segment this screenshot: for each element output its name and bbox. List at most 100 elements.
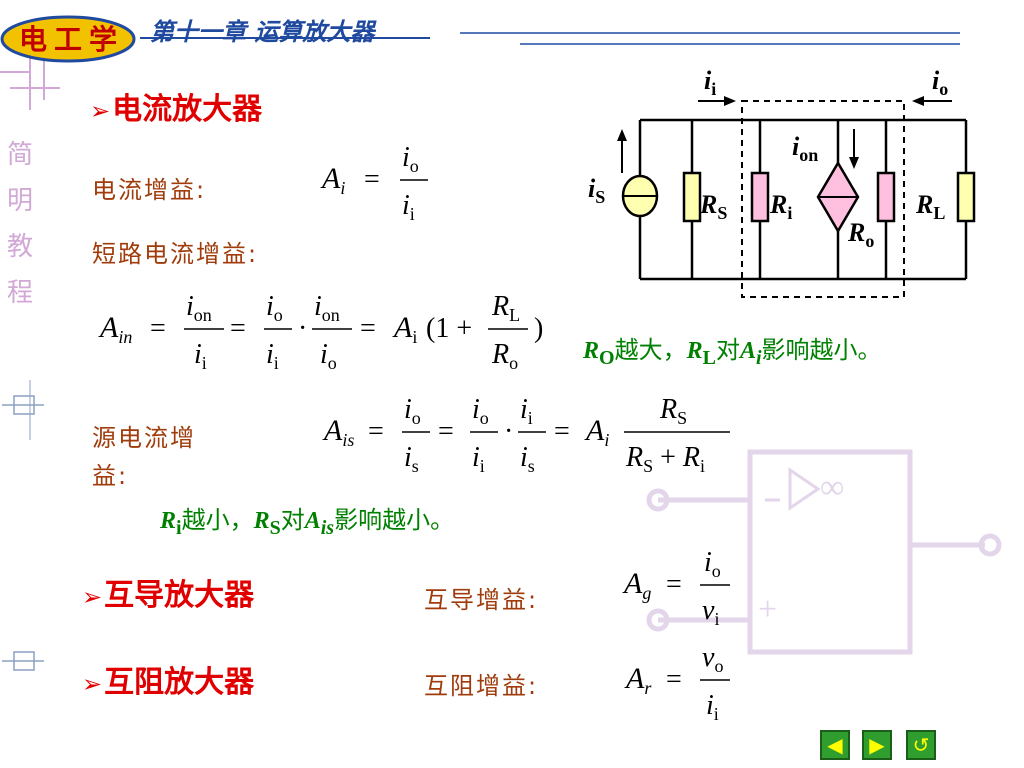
prev-slide-button[interactable]: ◀ (820, 730, 850, 760)
label-ion: ion (792, 132, 818, 165)
svg-text:ii: ii (520, 394, 533, 428)
resistor-rs (682, 171, 702, 223)
logo-text: 电 工 学 (19, 23, 117, 56)
svg-text:=: = (150, 313, 166, 344)
heading-arrow-icon: ➢ (90, 97, 111, 125)
svg-text:Ai: Ai (320, 162, 345, 198)
logo: 电 工 学 (0, 14, 140, 64)
note-sub: i (176, 516, 182, 539)
svg-text:ii: ii (266, 339, 279, 373)
svg-text:ii: ii (472, 442, 485, 476)
sidebar-decoration (2, 380, 44, 671)
formula-ain: Ain = ion ii = io ii · ion io = Ai (1 + … (98, 291, 543, 373)
svg-text:ii: ii (194, 339, 207, 373)
note-text: 影响越小。 (334, 506, 455, 534)
note-text: 对 (280, 506, 305, 534)
note-var: A (739, 338, 756, 364)
svg-text:RL: RL (491, 291, 520, 325)
svg-text:is: is (404, 442, 419, 476)
note-var: R (686, 338, 703, 364)
note-var: R (253, 508, 270, 534)
label-ii: ii (704, 66, 716, 99)
label-source-gain-line2: 益: (92, 462, 129, 490)
svg-text:io: io (472, 394, 489, 428)
formula-ais: Ais = io is = io ii · ii is = Ai RS RS +… (322, 394, 730, 476)
svg-text:io: io (704, 547, 721, 581)
label-rl: RL (915, 190, 945, 223)
svg-text:=: = (368, 416, 384, 447)
circuit-diagram: ii io ion iS RS Ri Ro RL (588, 66, 976, 298)
svg-text:Ais: Ais (322, 414, 354, 450)
return-arrow-icon: ↺ (912, 733, 930, 757)
sidebar-char: 明 (6, 186, 33, 216)
resistor-rl (956, 171, 976, 223)
svg-text:=: = (230, 313, 246, 344)
return-button[interactable]: ↺ (906, 730, 936, 760)
formula-ag: Ag = io vi (622, 547, 730, 629)
note-text: 越大， (614, 336, 687, 364)
sidebar-char: 教 (6, 232, 33, 262)
svg-text:Ro: Ro (491, 339, 518, 373)
label-transresistance-gain: 互阻增益: (424, 672, 539, 700)
sidebar-char: 简 (6, 140, 33, 170)
label-ro: Ro (847, 218, 874, 251)
svg-text:): ) (534, 313, 543, 344)
svg-text:Ai: Ai (584, 414, 609, 450)
label-current-gain: 电流增益: (92, 176, 207, 204)
svg-text:vi: vi (702, 595, 719, 629)
prev-arrow-icon: ◀ (827, 733, 843, 757)
svg-text:ii: ii (706, 690, 719, 724)
note-ri-rs: Ri越小，RS对Ais影响越小。 (160, 500, 454, 540)
opamp-watermark: ∞ + (646, 449, 1002, 655)
note-sub: L (702, 346, 716, 369)
svg-text:ii: ii (402, 190, 415, 224)
svg-text:+: + (758, 591, 777, 628)
label-transconductance-gain: 互导增益: (424, 586, 539, 614)
svg-text:ion: ion (314, 291, 340, 325)
svg-text:io: io (404, 394, 421, 428)
formula-ai: Ai = io ii (320, 142, 428, 224)
heading-arrow-icon: ➢ (82, 670, 103, 698)
svg-text:(1 +: (1 + (426, 313, 472, 344)
note-sub: O (599, 346, 615, 369)
heading-text: 互导放大器 (104, 578, 255, 613)
svg-text:vo: vo (702, 642, 723, 676)
note-sub: S (269, 516, 281, 539)
note-text: 对 (715, 336, 740, 364)
svg-text:∞: ∞ (820, 469, 844, 506)
chapter-title: 第十一章 运算放大器 (150, 17, 375, 46)
svg-text:·: · (504, 416, 513, 447)
svg-text:=: = (666, 569, 682, 600)
heading-text: 电流放大器 (112, 92, 263, 127)
resistor-ri (750, 171, 770, 223)
next-arrow-icon: ▶ (869, 733, 885, 757)
label-ri: Ri (769, 190, 792, 223)
svg-text:Ain: Ain (98, 311, 132, 347)
svg-text:=: = (360, 313, 376, 344)
svg-text:Ai: Ai (392, 311, 417, 347)
svg-text:ion: ion (186, 291, 212, 325)
note-var: R (583, 338, 600, 364)
label-source-gain-line1: 源电流增 (92, 424, 196, 452)
svg-text:=: = (364, 164, 380, 195)
svg-text:io: io (320, 339, 337, 373)
header-decoration (0, 32, 960, 110)
heading-transresistance-amplifier: ➢互阻放大器 (82, 657, 254, 701)
svg-text:Ar: Ar (624, 662, 652, 698)
label-is: iS (588, 174, 605, 207)
note-var: A (304, 508, 321, 534)
svg-text:is: is (520, 442, 535, 476)
note-text: 越小， (181, 506, 254, 534)
heading-transconductance-amplifier: ➢互导放大器 (82, 570, 254, 614)
svg-text:=: = (666, 664, 682, 695)
next-slide-button[interactable]: ▶ (862, 730, 892, 760)
label-short-circuit-gain: 短路电流增益: (92, 240, 259, 268)
svg-text:=: = (438, 416, 454, 447)
resistor-ro (876, 171, 896, 223)
heading-arrow-icon: ➢ (82, 583, 103, 611)
heading-text: 互阻放大器 (104, 665, 255, 700)
label-io: io (932, 66, 948, 99)
svg-text:RS + Ri: RS + Ri (625, 442, 705, 476)
svg-text:io: io (402, 142, 419, 176)
note-sub: i (755, 346, 762, 369)
